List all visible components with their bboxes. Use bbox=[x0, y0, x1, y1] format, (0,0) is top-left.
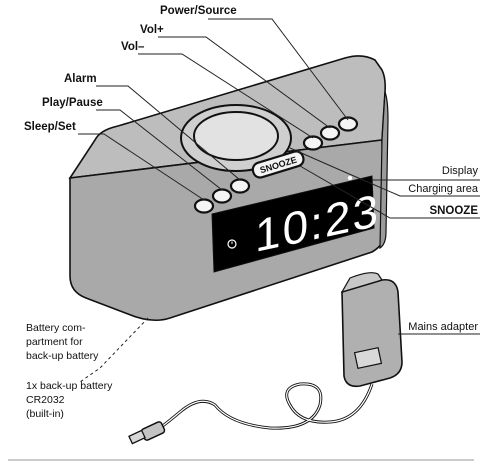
adapter-cable-core bbox=[159, 383, 373, 429]
callout-labels: Power/Source Vol+ Vol– Alarm Play/Pause … bbox=[24, 5, 479, 420]
dc-plug bbox=[128, 421, 166, 445]
label-mains-adapter: Mains adapter bbox=[408, 321, 478, 333]
adapter-top bbox=[340, 272, 383, 294]
label-play-pause: Play/Pause bbox=[42, 97, 103, 109]
vol-plus-button[interactable] bbox=[319, 125, 341, 141]
note-backup-battery-2: CR2032 bbox=[26, 394, 65, 406]
note-backup-battery-1: 1x back-up battery bbox=[26, 380, 113, 392]
note-battery-compartment-3: back-up battery bbox=[26, 350, 99, 362]
power-source-button[interactable] bbox=[337, 116, 359, 132]
label-snooze: SNOOZE bbox=[429, 205, 478, 217]
charging-pad-inner bbox=[193, 111, 279, 161]
clock-radio-device: 10:23 SNOOZE bbox=[68, 55, 389, 322]
device-side bbox=[379, 91, 389, 250]
note-battery-compartment-2: partment for bbox=[26, 336, 83, 348]
label-sleep-set: Sleep/Set bbox=[24, 121, 76, 133]
label-power-source: Power/Source bbox=[160, 5, 237, 17]
label-charging-area: Charging area bbox=[408, 183, 479, 195]
leader-lines bbox=[78, 18, 480, 383]
status-led bbox=[347, 175, 353, 181]
note-battery-compartment-1: Battery com- bbox=[26, 322, 86, 334]
alarm-indicator-icon bbox=[227, 239, 237, 249]
display-panel bbox=[211, 175, 375, 273]
label-alarm: Alarm bbox=[64, 73, 97, 85]
note-backup-battery-3: (built-in) bbox=[26, 408, 64, 420]
alarm-button[interactable] bbox=[229, 178, 251, 194]
snooze-button[interactable]: SNOOZE bbox=[251, 150, 305, 180]
adapter-body bbox=[341, 278, 403, 388]
adapter-cable bbox=[159, 382, 374, 430]
label-display: Display bbox=[442, 165, 479, 177]
label-vol-minus: Vol– bbox=[121, 41, 145, 53]
mains-adapter bbox=[128, 272, 403, 445]
sleep-set-button[interactable] bbox=[193, 198, 215, 214]
adapter-label-plate bbox=[353, 346, 383, 370]
label-vol-plus: Vol+ bbox=[140, 24, 164, 36]
play-pause-button[interactable] bbox=[211, 188, 233, 204]
vol-minus-button[interactable] bbox=[302, 135, 324, 151]
